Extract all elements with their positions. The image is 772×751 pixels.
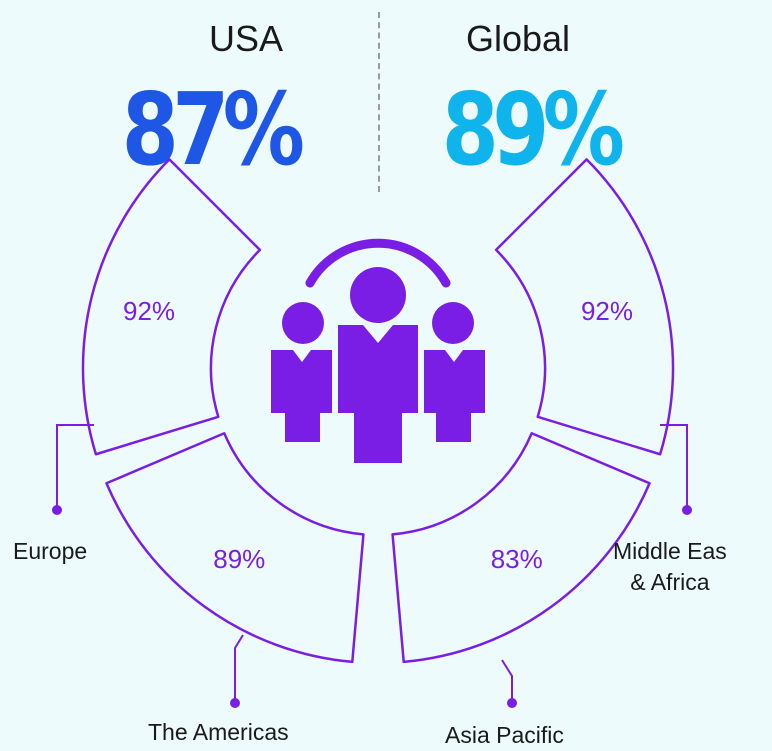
region-label-line: & Africa: [630, 569, 710, 595]
column-divider: [378, 12, 380, 192]
region-label-europe: Europe: [13, 536, 87, 567]
segment-value-europe: 92%: [123, 296, 175, 326]
connector-dot-americas: [230, 698, 240, 708]
region-label-line: Asia Pacific: [445, 722, 564, 748]
region-label-line: The Americas: [148, 719, 289, 745]
region-label-asia-pacific: Asia Pacific: [445, 720, 564, 751]
connector-dot-asia-pacific: [507, 698, 517, 708]
segment-value-americas: 89%: [213, 544, 265, 574]
region-label-americas: The Americas: [148, 717, 289, 748]
global-title: Global: [465, 18, 571, 59]
segment-middle-east-africa: [494, 158, 675, 456]
connector-dot-europe: [52, 505, 62, 515]
connector-line-americas: [234, 634, 244, 703]
segment-americas: [105, 432, 365, 664]
segment-europe: [81, 158, 262, 456]
connector-dot-middle-east-africa: [682, 505, 692, 515]
segment-value-asia-pacific: 83%: [491, 544, 543, 574]
segment-asia-pacific: [391, 432, 651, 664]
region-label-middle-east-africa: Middle Eas & Africa: [613, 536, 727, 598]
connector-line-asia-pacific: [501, 659, 513, 703]
global-percentage: 89%: [441, 71, 625, 188]
connector-line-middle-east-africa: [660, 424, 688, 510]
region-label-line: Europe: [13, 538, 88, 564]
usa-title: USA: [208, 18, 284, 59]
region-label-line: Middle Eas: [613, 538, 727, 564]
people-group-icon: [271, 238, 485, 463]
segment-value-middle-east-africa: 92%: [581, 296, 633, 326]
usa-percentage: 87%: [121, 71, 305, 188]
connector-line-europe: [56, 424, 94, 510]
